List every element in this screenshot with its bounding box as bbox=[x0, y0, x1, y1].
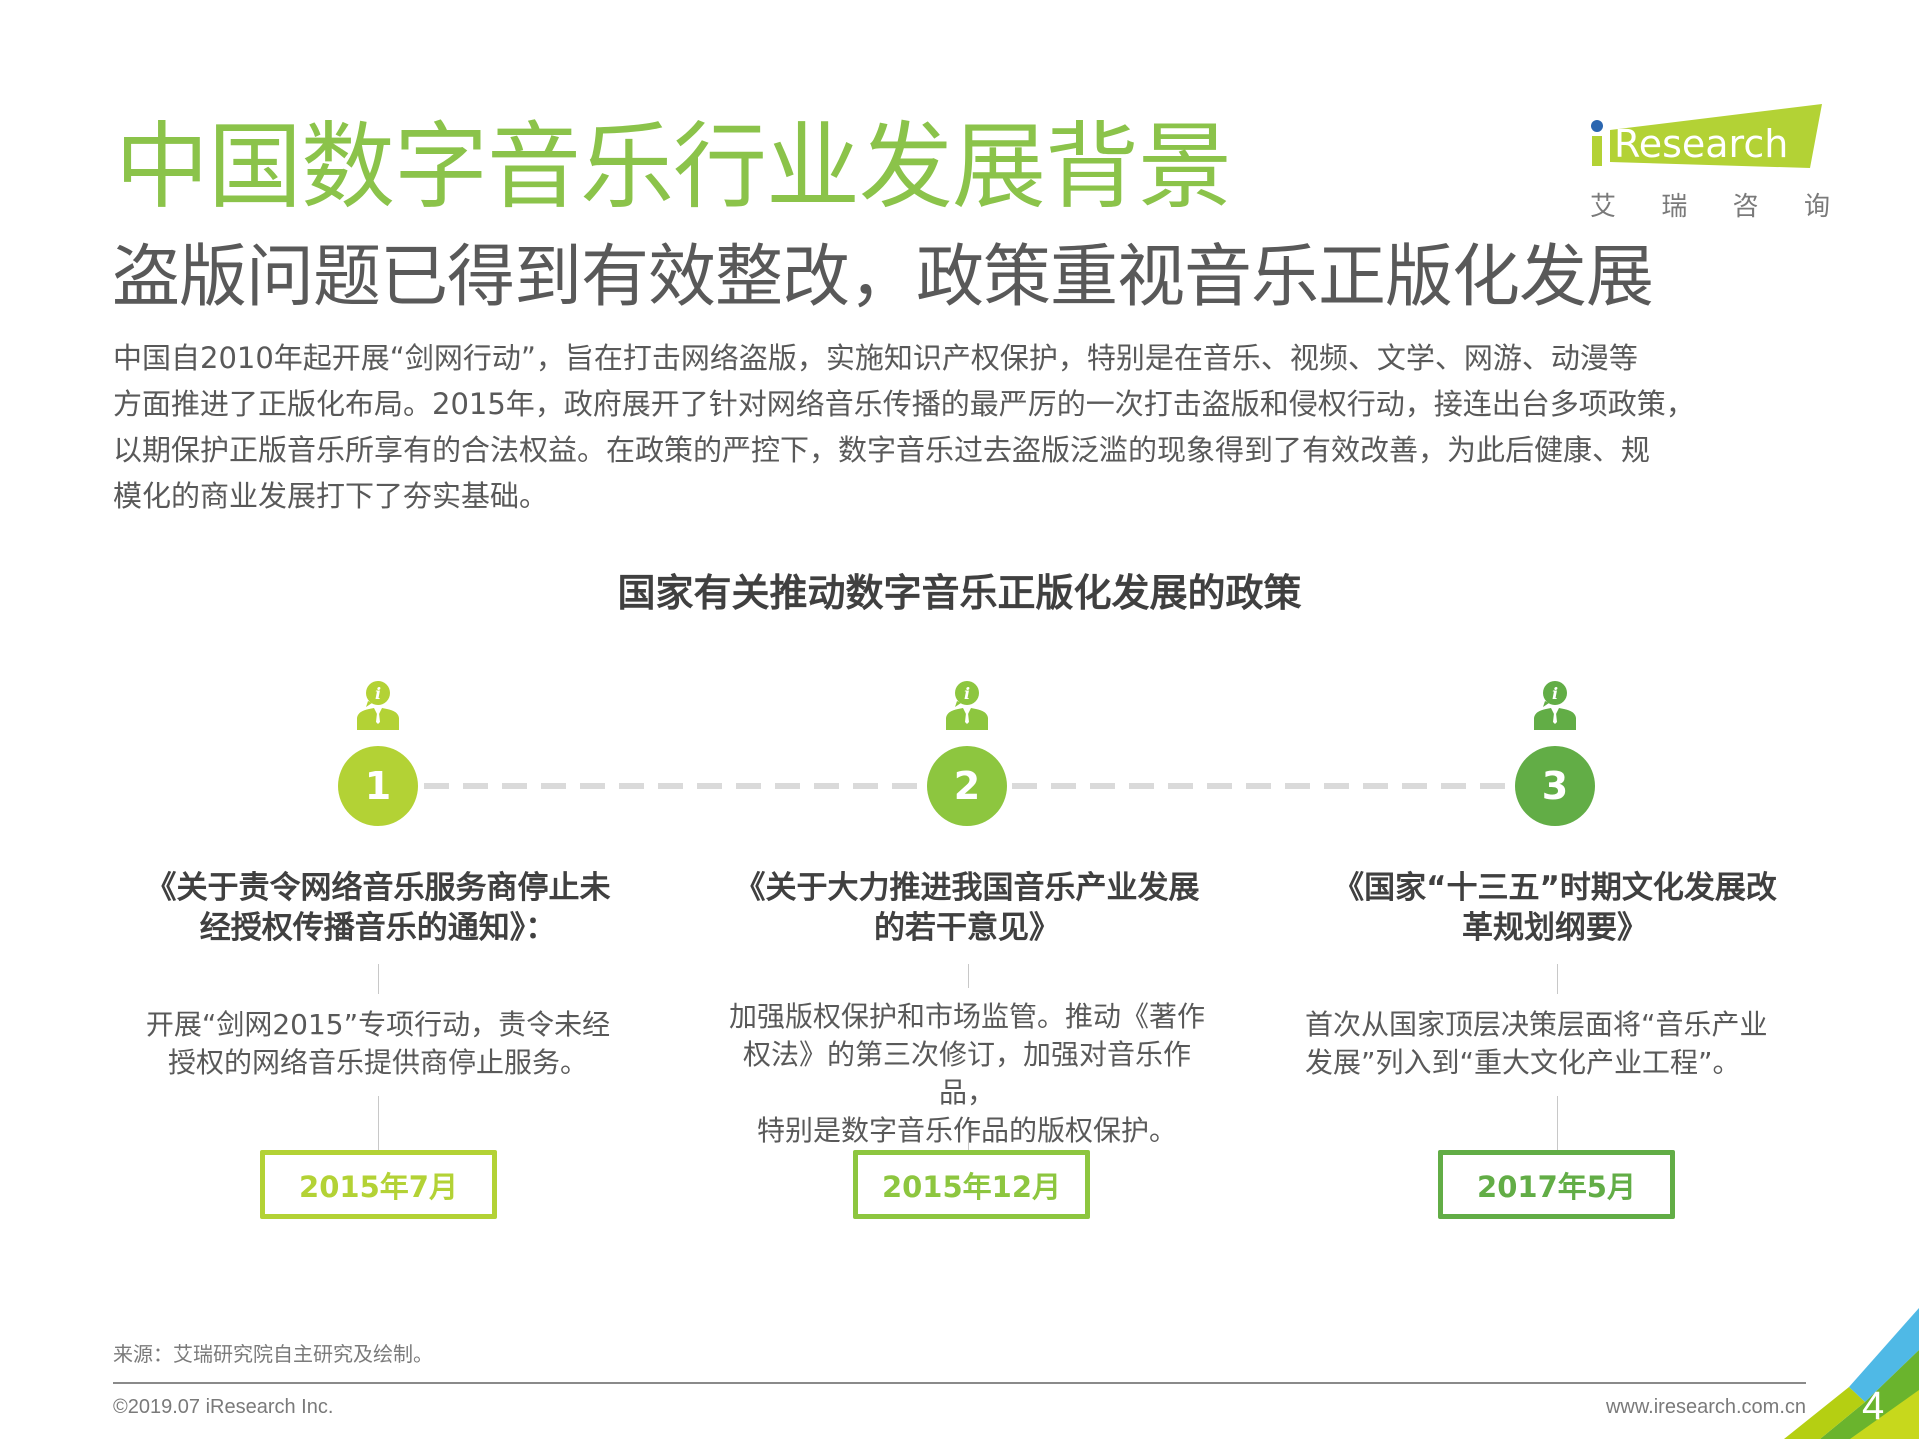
policy-desc-2: 加强版权保护和市场监管。推动《著作 权法》的第三次修订，加强对音乐作品， 特别是… bbox=[717, 998, 1217, 1150]
page-title: 中国数字音乐行业发展背景 bbox=[115, 113, 1232, 222]
person-info-icon: i bbox=[946, 681, 988, 730]
connector-line bbox=[1557, 1096, 1558, 1150]
person-info-icon: i bbox=[1534, 681, 1576, 730]
connector-line bbox=[378, 1096, 379, 1160]
policy-desc-line: 开展“剑网2015”专项行动，责令未经 bbox=[145, 1008, 611, 1041]
source-note: 来源：艾瑞研究院自主研究及绘制。 bbox=[113, 1342, 433, 1366]
svg-text:i: i bbox=[1552, 684, 1558, 703]
step-number-2: 2 bbox=[927, 746, 1007, 826]
intro-line: 模化的商业发展打下了夯实基础。 bbox=[113, 479, 549, 513]
svg-text:Research: Research bbox=[1614, 122, 1788, 166]
footer-divider bbox=[113, 1382, 1806, 1384]
logo-chinese-name: 艾 瑞 咨 询 bbox=[1590, 186, 1830, 223]
policy-desc-line: 特别是数字音乐作品的版权保护。 bbox=[756, 1114, 1177, 1147]
logo-char: 艾 bbox=[1590, 192, 1617, 222]
intro-line: 以期保护正版音乐所享有的合法权益。在政策的严控下，数字音乐过去盗版泛滥的现象得到… bbox=[113, 433, 1651, 467]
timeline-connector bbox=[424, 783, 924, 789]
policy-desc-line: 权法》的第三次修订，加强对音乐作品， bbox=[742, 1038, 1191, 1109]
connector-line bbox=[1557, 964, 1558, 994]
person-info-icon: i bbox=[357, 681, 399, 730]
policy-title-line: 的若干意见》 bbox=[874, 910, 1060, 946]
date-badge-1: 2015年7月 bbox=[260, 1150, 497, 1219]
step-number-3: 3 bbox=[1515, 746, 1595, 826]
timeline-heading: 国家有关推动数字音乐正版化发展的政策 bbox=[617, 571, 1302, 615]
website-link[interactable]: www.iresearch.com.cn bbox=[1605, 1396, 1806, 1418]
copyright: ©2019.07 iResearch Inc. bbox=[113, 1396, 334, 1418]
policy-title-line: 《关于责令网络音乐服务商停止未 bbox=[145, 870, 611, 906]
policy-title-line: 《国家“十三五”时期文化发展改 bbox=[1333, 870, 1777, 906]
policy-desc-line: 加强版权保护和市场监管。推动《著作 bbox=[728, 1000, 1205, 1033]
logo-char: 瑞 bbox=[1661, 192, 1688, 222]
step-number-1: 1 bbox=[338, 746, 418, 826]
connector-line bbox=[968, 1124, 969, 1150]
policy-title-2: 《关于大力推进我国音乐产业发展 的若干意见》 bbox=[707, 868, 1227, 948]
logo-char: 询 bbox=[1803, 192, 1830, 222]
policy-desc-line: 授权的网络音乐提供商停止服务。 bbox=[167, 1046, 588, 1079]
intro-line: 方面推进了正版化布局。2015年，政府展开了针对网络音乐传播的最严厉的一次打击盗… bbox=[113, 387, 1695, 421]
policy-desc-3: 首次从国家顶层决策层面将“音乐产业 发展”列入到“重大文化产业工程”。 bbox=[1305, 1006, 1785, 1082]
policy-title-3: 《国家“十三五”时期文化发展改 革规划纲要》 bbox=[1295, 868, 1815, 948]
logo-char: 咨 bbox=[1732, 192, 1759, 222]
date-badge-2: 2015年12月 bbox=[853, 1150, 1090, 1219]
policy-title-1: 《关于责令网络音乐服务商停止未 经授权传播音乐的通知》： bbox=[118, 868, 638, 948]
intro-line: 中国自2010年起开展“剑网行动”，旨在打击网络盗版，实施知识产权保护，特别是在… bbox=[113, 341, 1638, 375]
svg-text:i: i bbox=[375, 684, 381, 703]
timeline-connector bbox=[1012, 783, 1512, 789]
page-number: 4 bbox=[1862, 1384, 1885, 1428]
policy-title-line: 革规划纲要》 bbox=[1462, 910, 1648, 946]
policy-desc-line: 发展”列入到“重大文化产业工程”。 bbox=[1305, 1046, 1741, 1079]
date-badge-3: 2017年5月 bbox=[1438, 1150, 1675, 1219]
policy-title-line: 《关于大力推进我国音乐产业发展 bbox=[734, 870, 1200, 906]
iresearch-logo: Research bbox=[1591, 104, 1822, 168]
policy-desc-1: 开展“剑网2015”专项行动，责令未经 授权的网络音乐提供商停止服务。 bbox=[128, 1006, 628, 1082]
connector-line bbox=[968, 964, 969, 988]
connector-line bbox=[378, 964, 379, 994]
intro-paragraph: 中国自2010年起开展“剑网行动”，旨在打击网络盗版，实施知识产权保护，特别是在… bbox=[113, 335, 1853, 519]
corner-decoration bbox=[1784, 1308, 1919, 1439]
policy-title-line: 经授权传播音乐的通知》： bbox=[199, 910, 557, 946]
policy-desc-line: 首次从国家顶层决策层面将“音乐产业 bbox=[1305, 1008, 1768, 1041]
page-subtitle: 盗版问题已得到有效整改，政策重视音乐正版化发展 bbox=[112, 238, 1654, 317]
svg-text:i: i bbox=[964, 684, 970, 703]
